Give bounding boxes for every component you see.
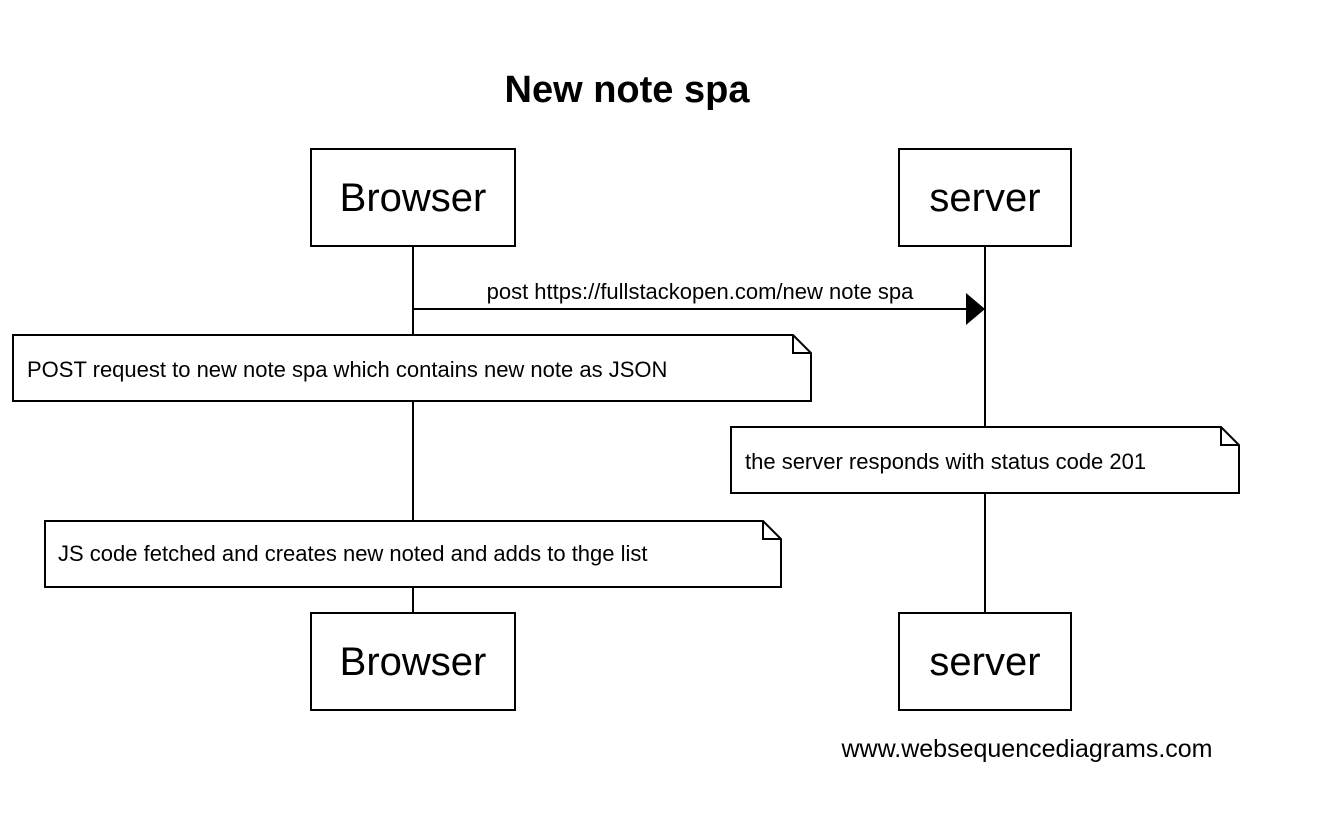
participant-browser-top-label: Browser: [340, 176, 487, 220]
note-js-code-text: JS code fetched and creates new noted an…: [58, 541, 648, 566]
note-fold-icon: [792, 335, 811, 354]
participant-server-bottom-label: server: [929, 640, 1040, 684]
note-js-code: JS code fetched and creates new noted an…: [44, 520, 782, 588]
message-post-new-note-spa: post https://fullstackopen.com/new note …: [413, 279, 985, 325]
participant-server-bottom: server: [898, 612, 1072, 711]
note-post-request-text: POST request to new note spa which conta…: [27, 357, 667, 382]
participant-server-top-label: server: [929, 176, 1040, 220]
note-server-response: the server responds with status code 201: [730, 426, 1240, 494]
participant-server-top: server: [898, 148, 1072, 247]
participant-browser-bottom: Browser: [310, 612, 516, 711]
participant-browser-bottom-label: Browser: [340, 640, 487, 684]
note-post-request: POST request to new note spa which conta…: [12, 334, 812, 402]
diagram-title: New note spa: [505, 69, 751, 111]
participant-browser-top: Browser: [310, 148, 516, 247]
message-arrowhead-icon: [966, 293, 985, 325]
watermark-link[interactable]: www.websequencediagrams.com: [840, 735, 1212, 763]
message-label: post https://fullstackopen.com/new note …: [487, 279, 915, 304]
note-fold-icon: [762, 521, 781, 540]
note-fold-icon: [1220, 427, 1239, 446]
note-server-response-text: the server responds with status code 201: [745, 449, 1146, 474]
